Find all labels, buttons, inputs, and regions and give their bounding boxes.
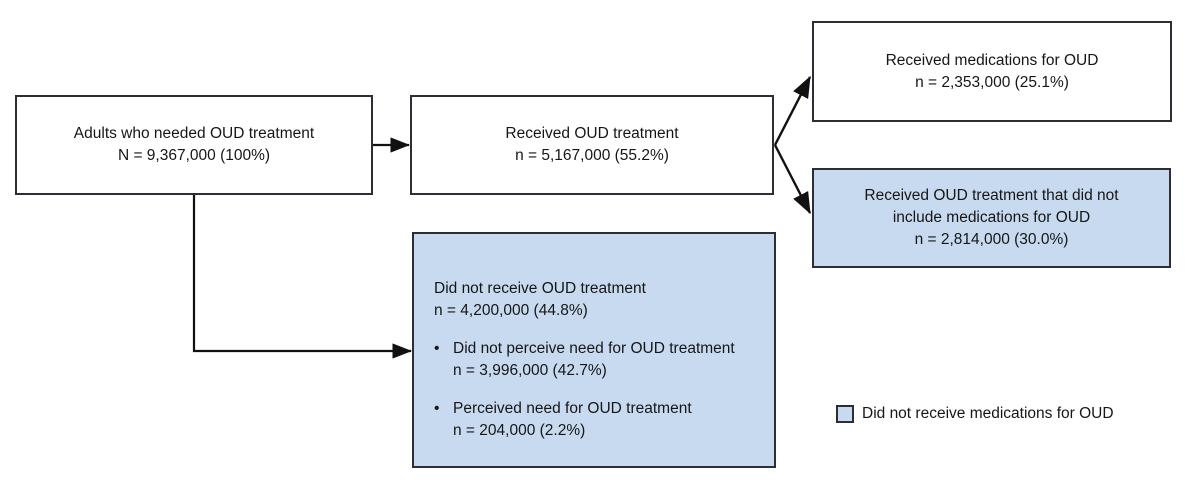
node-needed-line1: Adults who needed OUD treatment bbox=[73, 125, 315, 142]
edge-received-to-no-medications bbox=[773, 144, 812, 215]
node-received-oud-treatment-without-medications: Received OUD treatment that did not incl… bbox=[812, 168, 1171, 268]
node-received-line2: n = 5,167,000 (55.2%) bbox=[515, 147, 669, 164]
list-item: • Did not perceive need for OUD treatmen… bbox=[434, 338, 735, 382]
bullet-2-line2: n = 204,000 (2.2%) bbox=[453, 422, 586, 439]
legend-swatch-icon bbox=[836, 405, 854, 423]
node-received-line1: Received OUD treatment bbox=[505, 125, 679, 142]
bullet-marker-icon: • bbox=[434, 340, 440, 357]
node-medications-line1: Received medications for OUD bbox=[885, 51, 1099, 69]
node-did-not-receive-oud-treatment: Did not receive OUD treatment n = 4,200,… bbox=[412, 232, 776, 468]
node-not-received-line1: Did not receive OUD treatment bbox=[434, 280, 646, 297]
bullet-marker-icon: • bbox=[434, 400, 440, 417]
node-received-oud-treatment: Received OUD treatment n = 5,167,000 (55… bbox=[410, 95, 774, 195]
edge-needed-to-not-received bbox=[192, 195, 413, 359]
node-adults-who-needed-oud-treatment: Adults who needed OUD treatment N = 9,36… bbox=[15, 95, 373, 195]
node-no-medications-line3: n = 2,814,000 (30.0%) bbox=[914, 231, 1069, 248]
node-medications-line2: n = 2,353,000 (25.1%) bbox=[915, 73, 1069, 91]
bullet-1-line1: Did not perceive need for OUD treatment bbox=[453, 340, 735, 357]
list-item: • Perceived need for OUD treatment n = 2… bbox=[434, 398, 735, 442]
bullet-list: • Did not perceive need for OUD treatmen… bbox=[434, 338, 735, 442]
node-no-medications-line2: include medications for OUD bbox=[892, 209, 1091, 226]
node-no-medications-line1: Received OUD treatment that did not bbox=[864, 187, 1119, 204]
bullet-2-body: Perceived need for OUD treatment n = 204… bbox=[453, 398, 692, 442]
node-needed-line2: N = 9,367,000 (100%) bbox=[117, 147, 271, 164]
edge-received-to-medications bbox=[773, 75, 812, 146]
node-received-medications-for-oud: Received medications for OUD n = 2,353,0… bbox=[812, 21, 1172, 122]
bullet-1-line2: n = 3,996,000 (42.7%) bbox=[453, 362, 607, 379]
legend: Did not receive medications for OUD bbox=[836, 405, 1114, 423]
bullet-1-body: Did not perceive need for OUD treatment … bbox=[453, 338, 735, 382]
legend-label: Did not receive medications for OUD bbox=[862, 405, 1114, 422]
node-not-received-line2: n = 4,200,000 (44.8%) bbox=[434, 302, 588, 319]
bullet-2-line1: Perceived need for OUD treatment bbox=[453, 400, 692, 417]
